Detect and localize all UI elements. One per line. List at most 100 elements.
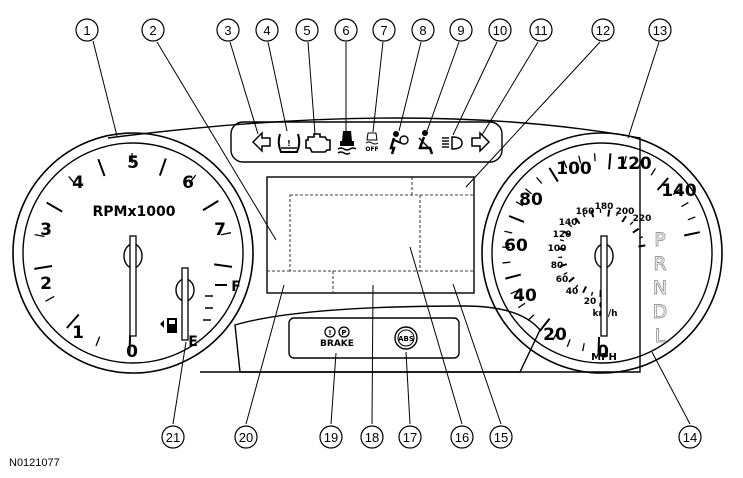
kmh-tick <box>621 215 627 223</box>
callout-number: 6 <box>342 23 349 38</box>
callout-number: 3 <box>224 23 231 38</box>
tach-tick <box>214 263 233 268</box>
callout-6: 6 <box>334 18 358 42</box>
callout-21: 21 <box>161 425 185 449</box>
speedo-tick <box>578 155 582 164</box>
kmh-tick <box>590 291 594 296</box>
tach-number-1: 1 <box>72 323 84 343</box>
tach-tick <box>202 200 219 212</box>
fuel-empty-label: E <box>188 334 198 350</box>
kmh-number-220: 220 <box>633 214 652 224</box>
tach-tick <box>34 234 45 238</box>
kmh-tick <box>582 285 588 294</box>
mph-number-40: 40 <box>513 286 537 306</box>
speedo-tick <box>650 168 656 176</box>
mph-number-20: 20 <box>543 325 567 345</box>
callout-number: 12 <box>596 23 610 38</box>
kmh-tick <box>607 209 611 217</box>
kmh-tick <box>563 272 568 276</box>
callout-1: 1 <box>75 18 99 42</box>
speedo-tick <box>510 289 519 295</box>
speedo-tick <box>508 215 525 223</box>
callout-number: 21 <box>166 430 180 445</box>
callout-4: 4 <box>255 18 279 42</box>
mph-number-120: 120 <box>616 154 652 174</box>
callout-number: 10 <box>493 23 507 38</box>
callout-number: 8 <box>419 23 426 38</box>
mph-number-100: 100 <box>556 159 592 179</box>
speedo-tick <box>524 188 532 195</box>
tach-tick <box>68 175 76 185</box>
message-center-display <box>266 176 475 294</box>
tach-tick <box>128 334 132 353</box>
speedo-tick <box>502 261 511 264</box>
kmh-number-140: 140 <box>559 218 578 228</box>
warning-lamp-panel <box>288 317 460 359</box>
speedo-tick <box>548 167 559 183</box>
mph-number-80: 80 <box>519 190 543 210</box>
callout-19: 19 <box>319 425 343 449</box>
callout-number: 9 <box>457 23 464 38</box>
callout-8: 8 <box>411 18 435 42</box>
callout-number: 7 <box>380 23 387 38</box>
kmh-tick <box>582 213 586 218</box>
indicator-strip <box>230 121 503 163</box>
kmh-tick <box>558 247 566 251</box>
tach-number-7: 7 <box>214 220 226 240</box>
svg-text:!: ! <box>287 139 291 148</box>
mph-number-60: 60 <box>504 236 528 256</box>
callout-10: 10 <box>488 18 512 42</box>
kmh-tick <box>574 217 581 225</box>
callout-5: 5 <box>295 18 319 42</box>
check-engine-icon <box>305 133 331 153</box>
tach-label: RPMx1000 <box>93 204 176 220</box>
tach-number-4: 4 <box>72 173 84 193</box>
callout-11: 11 <box>529 18 553 42</box>
gear-R: R <box>653 253 666 275</box>
callout-16: 16 <box>450 425 474 449</box>
callouts: 1 2 3 4 5 6 7 8 9 10 11 12 13 14 15 16 1… <box>75 18 702 449</box>
speedo-tick <box>515 201 524 207</box>
cluster-housing-bottom <box>234 305 541 373</box>
speedo-tick <box>563 160 568 169</box>
speedo-tick <box>517 302 526 309</box>
speedo-tick <box>637 160 642 169</box>
kmh-tick <box>638 236 644 239</box>
speedo-tick <box>552 332 558 341</box>
tach-number-3: 3 <box>40 220 52 240</box>
mph-number-0: 0 <box>597 342 609 362</box>
abs-icon: ABS <box>394 326 418 350</box>
gear-L: L <box>655 325 666 347</box>
kmh-tick <box>638 244 646 248</box>
speedo-tick <box>687 216 696 221</box>
left-turn-signal-icon <box>251 131 271 153</box>
speedo-tick <box>527 314 535 321</box>
kmh-number-120: 120 <box>553 230 572 240</box>
brake-warning-icon: ! P BRAKE <box>320 326 354 349</box>
abs-label: ABS <box>398 335 414 343</box>
svg-text:P: P <box>341 329 346 337</box>
tach-tick <box>97 158 106 177</box>
tach-tick <box>66 313 80 329</box>
right-turn-signal-icon <box>471 131 491 153</box>
high-beam-icon <box>442 136 463 150</box>
fuel-needle <box>181 267 189 341</box>
mph-number-140: 140 <box>661 181 697 201</box>
callout-20: 20 <box>234 425 258 449</box>
traction-control-icon <box>337 131 357 155</box>
tach-tick <box>46 201 63 213</box>
speedo-tick <box>683 231 701 237</box>
speedo-needle <box>600 235 608 337</box>
kmh-number-100: 100 <box>548 244 567 254</box>
speedo-tick <box>672 188 680 196</box>
callout-number: 20 <box>239 430 253 445</box>
tach-tick <box>45 295 55 302</box>
speedo-tick <box>623 155 627 164</box>
gear-P: P <box>654 229 665 251</box>
low-fuel-icon <box>160 318 177 333</box>
traction-control-off-icon: OFF <box>365 132 379 153</box>
speedo-tick <box>505 273 522 280</box>
kmh-tick <box>559 263 568 268</box>
tach-tick <box>34 265 53 270</box>
kmh-tick <box>568 223 573 228</box>
